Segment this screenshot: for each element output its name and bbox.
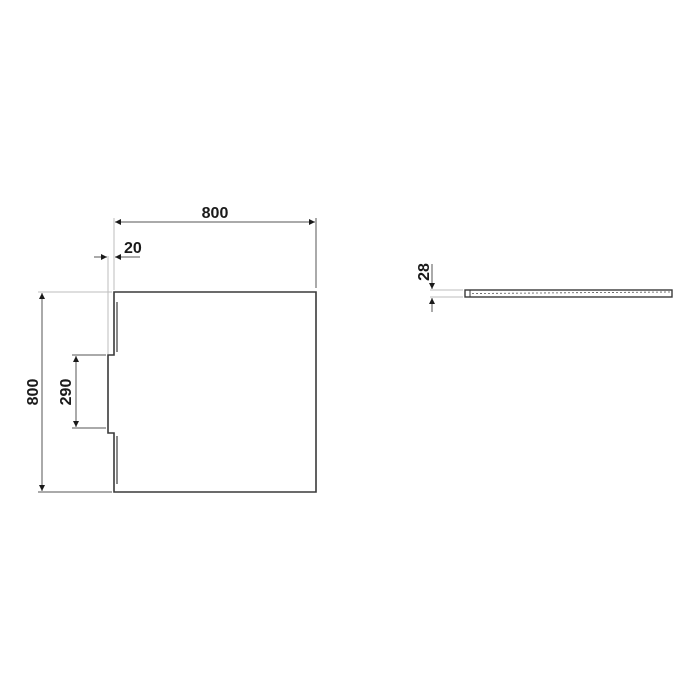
notch-offset-label: 20 xyxy=(124,240,142,257)
thickness-label: 28 xyxy=(416,263,433,281)
side-view: 28 xyxy=(416,263,673,312)
width-label: 800 xyxy=(202,205,229,222)
depth-label: 800 xyxy=(25,379,42,406)
tray-profile xyxy=(464,289,673,298)
tray-outline xyxy=(107,291,317,493)
plan-view: 800 20 800 290 xyxy=(25,205,317,493)
notch-length-label: 290 xyxy=(58,379,75,406)
